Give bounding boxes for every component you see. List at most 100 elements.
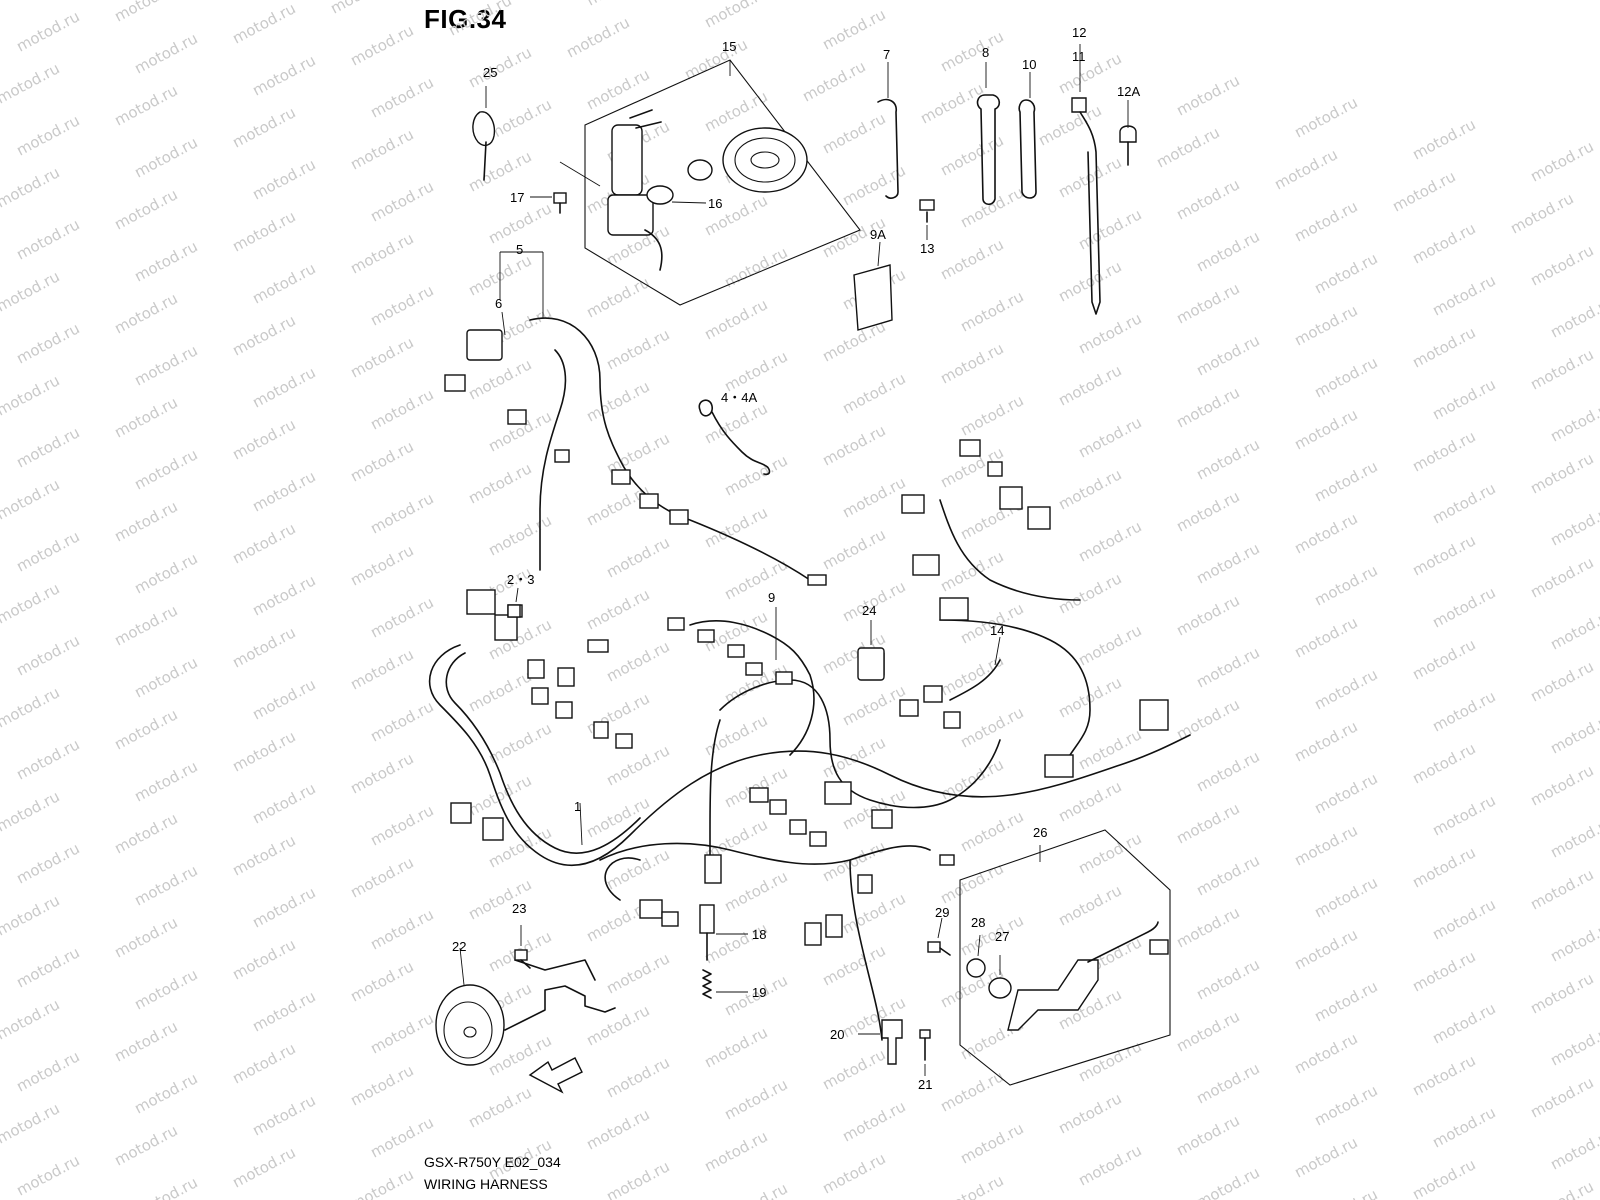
watermark-text: motod.ru <box>1429 791 1498 839</box>
part-horn-bracket <box>504 959 616 1031</box>
watermark-text: motod.ru <box>1075 205 1144 253</box>
watermark-text: motod.ru <box>1271 145 1340 193</box>
watermark-text: motod.ru <box>1193 539 1262 587</box>
part-19-spring <box>702 969 748 999</box>
watermark-text: motod.ru <box>819 837 888 885</box>
watermark-text: motod.ru <box>1153 123 1222 171</box>
watermark-text: motod.ru <box>1429 999 1498 1047</box>
callout-27: 27 <box>995 929 1010 944</box>
callout-23: 23 <box>512 901 527 916</box>
watermark-text: motod.ru <box>1055 361 1124 409</box>
watermark-text: motod.ru <box>1173 903 1242 951</box>
watermark-text: motod.ru <box>721 451 790 499</box>
watermark-text: motod.ru <box>229 935 298 983</box>
watermark-text: motod.ru <box>367 1009 436 1057</box>
watermark-text: motod.ru <box>249 51 318 99</box>
watermark-text: motod.ru <box>1409 1155 1478 1200</box>
part-12a-clip <box>1119 100 1137 166</box>
watermark-text: motod.ru <box>485 199 554 247</box>
watermark-text: motod.ru <box>1075 413 1144 461</box>
part-2-3-fuse <box>507 587 521 618</box>
callout-2-3: 2・3 <box>507 572 535 587</box>
watermark-text: motod.ru <box>1173 487 1242 535</box>
watermark-text: motod.ru <box>0 683 63 731</box>
watermark-text: motod.ru <box>0 59 63 107</box>
watermark-text: motod.ru <box>1311 353 1380 401</box>
watermark-text: motod.ru <box>347 1165 416 1200</box>
watermark-text: motod.ru <box>465 459 534 507</box>
watermark-text: motod.ru <box>347 21 416 69</box>
watermark-text: motod.ru <box>131 237 200 285</box>
watermark-text: motod.ru <box>0 371 63 419</box>
watermark-text: motod.ru <box>13 943 82 991</box>
watermark-text: motod.ru <box>347 749 416 797</box>
watermark-text: motod.ru <box>13 527 82 575</box>
part-9a-plate <box>853 241 893 331</box>
callout-29: 29 <box>935 905 950 920</box>
watermark-text: motod.ru <box>819 525 888 573</box>
watermark-text: motod.ru <box>1527 241 1596 289</box>
watermark-text: motod.ru <box>111 601 180 649</box>
callout-10: 10 <box>1022 57 1037 72</box>
watermark-text: motod.ru <box>111 393 180 441</box>
watermark-text: motod.ru <box>721 243 790 291</box>
watermark-text: motod.ru <box>131 445 200 493</box>
watermark-text: motod.ru <box>13 319 82 367</box>
watermark-text: motod.ru <box>1291 1133 1360 1181</box>
callout-18: 18 <box>752 927 767 942</box>
watermark-text: motod.ru <box>111 289 180 337</box>
part-ignition-switch <box>607 109 674 271</box>
watermark-text: motod.ru <box>583 273 652 321</box>
watermark-text: motod.ru <box>1311 665 1380 713</box>
watermark-text: motod.ru <box>229 207 298 255</box>
watermark-text: motod.ru <box>229 623 298 671</box>
watermark-text: motod.ru <box>465 355 534 403</box>
watermark-text: motod.ru <box>229 519 298 567</box>
watermark-text: motod.ru <box>1291 613 1360 661</box>
watermark-text: motod.ru <box>1547 709 1600 757</box>
part-25-key <box>472 86 496 181</box>
watermark-text: motod.ru <box>13 631 82 679</box>
watermark-text: motod.ru <box>957 807 1026 855</box>
watermark-text: motod.ru <box>937 27 1006 75</box>
watermark-text: motod.ru <box>367 281 436 329</box>
watermark-text: motod.ru <box>0 1099 63 1147</box>
watermark-text: motod.ru <box>1075 1141 1144 1189</box>
watermark-text: motod.ru <box>603 949 672 997</box>
watermark-text: motod.ru <box>111 185 180 233</box>
part-22-horn <box>435 947 505 1066</box>
part-23-bolt <box>514 925 531 969</box>
watermark-text: motod.ru <box>819 1045 888 1093</box>
watermark-text: motod.ru <box>249 571 318 619</box>
watermark-text: motod.ru <box>0 475 63 523</box>
watermark-text: motod.ru <box>1409 947 1478 995</box>
watermark-text: motod.ru <box>819 1149 888 1197</box>
watermark-text: motod.ru <box>721 1075 790 1123</box>
fwd-arrow-icon <box>528 1057 583 1094</box>
watermark-text: motod.ru <box>819 109 888 157</box>
watermark-text: motod.ru <box>131 757 200 805</box>
watermark-text: motod.ru <box>367 177 436 225</box>
callout-16: 16 <box>708 196 723 211</box>
watermark-text: motod.ru <box>1193 435 1262 483</box>
callout-24: 24 <box>862 603 877 618</box>
watermark-text: motod.ru <box>445 0 514 40</box>
part-16-seat-lock <box>671 159 713 204</box>
callout-19: 19 <box>752 985 767 1000</box>
part-11-12-cable-tie <box>1071 44 1101 315</box>
part-26-component-box <box>959 829 1171 1086</box>
watermark-text: motod.ru <box>1055 49 1124 97</box>
watermark-text: motod.ru <box>1291 1029 1360 1077</box>
watermark-text: motod.ru <box>583 0 652 10</box>
watermark-text: motod.ru <box>1429 271 1498 319</box>
watermark-text: motod.ru <box>1527 1177 1596 1200</box>
watermark-text: motod.ru <box>1429 687 1498 735</box>
part-13-screw <box>919 199 935 240</box>
watermark-text: motod.ru <box>1527 969 1596 1017</box>
watermark-text: motod.ru <box>1527 553 1596 601</box>
part-24-relay <box>857 620 885 681</box>
watermark-text: motod.ru <box>465 771 534 819</box>
callout-15: 15 <box>722 39 737 54</box>
